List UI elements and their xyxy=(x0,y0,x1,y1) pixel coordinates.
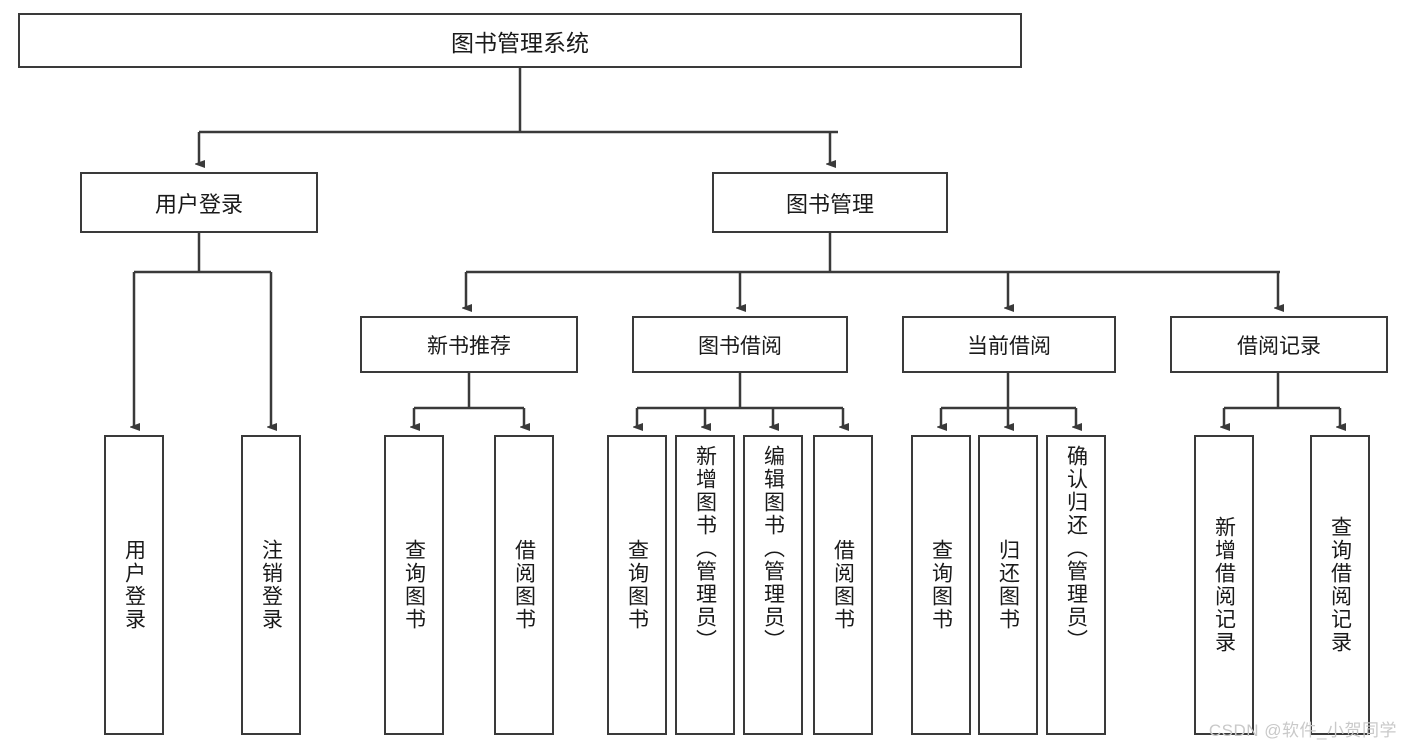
leaf-current-return-book[interactable]: 归还图书 xyxy=(978,435,1038,735)
leaf-newbook-query-book[interactable]: 查询图书 xyxy=(384,435,444,735)
node-current-borrow[interactable]: 当前借阅 xyxy=(902,316,1116,373)
leaf-label: 归还图书 xyxy=(996,539,1020,631)
leaf-label: 查询图书 xyxy=(929,539,953,631)
leaf-borrow-edit-book-admin[interactable]: 编辑图书（管理员） xyxy=(743,435,803,735)
leaf-label: 确认归还（管理员） xyxy=(1064,445,1088,652)
leaf-record-query-record[interactable]: 查询借阅记录 xyxy=(1310,435,1370,735)
node-borrow-record[interactable]: 借阅记录 xyxy=(1170,316,1388,373)
leaf-borrow-borrow-book[interactable]: 借阅图书 xyxy=(813,435,873,735)
leaf-label: 借阅图书 xyxy=(512,539,536,631)
node-root-system[interactable]: 图书管理系统 xyxy=(18,13,1022,68)
leaf-current-query-book[interactable]: 查询图书 xyxy=(911,435,971,735)
leaf-current-confirm-return-admin[interactable]: 确认归还（管理员） xyxy=(1046,435,1106,735)
leaf-label: 编辑图书（管理员） xyxy=(761,445,785,652)
node-book-borrow[interactable]: 图书借阅 xyxy=(632,316,848,373)
leaf-label: 用户登录 xyxy=(122,539,146,631)
node-user-login[interactable]: 用户登录 xyxy=(80,172,318,233)
node-new-book-recommend[interactable]: 新书推荐 xyxy=(360,316,578,373)
leaf-borrow-query-book[interactable]: 查询图书 xyxy=(607,435,667,735)
leaf-borrow-add-book-admin[interactable]: 新增图书（管理员） xyxy=(675,435,735,735)
leaf-label: 新增借阅记录 xyxy=(1212,516,1236,654)
leaf-label: 查询借阅记录 xyxy=(1328,516,1352,654)
leaf-label: 查询图书 xyxy=(402,539,426,631)
leaf-user-login-signin[interactable]: 用户登录 xyxy=(104,435,164,735)
leaf-label: 查询图书 xyxy=(625,539,649,631)
leaf-label: 注销登录 xyxy=(259,539,283,631)
leaf-record-add-record[interactable]: 新增借阅记录 xyxy=(1194,435,1254,735)
leaf-label: 新增图书（管理员） xyxy=(693,445,717,652)
node-book-management[interactable]: 图书管理 xyxy=(712,172,948,233)
csdn-watermark: CSDN @软件_小贺同学 xyxy=(1208,721,1397,740)
leaf-label: 借阅图书 xyxy=(831,539,855,631)
leaf-user-login-signout[interactable]: 注销登录 xyxy=(241,435,301,735)
leaf-newbook-borrow-book[interactable]: 借阅图书 xyxy=(494,435,554,735)
